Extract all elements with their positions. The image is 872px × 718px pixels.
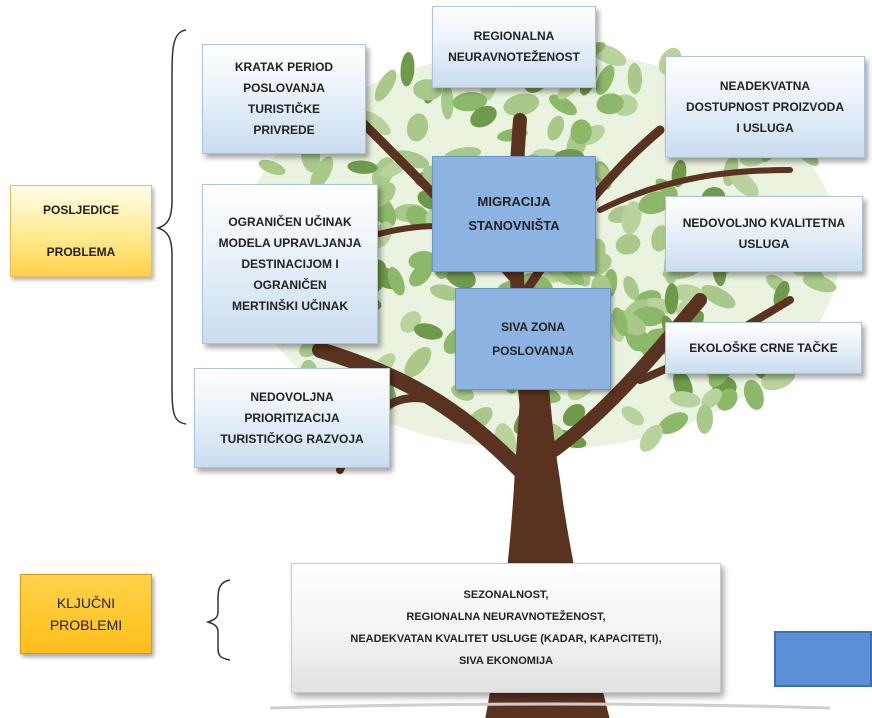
leaf [664, 283, 679, 315]
leaf [638, 191, 673, 215]
leaf [612, 307, 628, 337]
ecological-black-spots-box: EKOLOŠKE CRNE TAČKE [665, 322, 862, 374]
leaf [549, 94, 577, 116]
insufficient-prioritization-box: NEDOVOLJNA PRIORITIZACIJA TURISTIČKOG RA… [194, 368, 390, 468]
leaf [361, 110, 391, 136]
leaf [406, 113, 429, 142]
population-migration-box: MIGRACIJA STANOVNIŠTA [432, 156, 596, 272]
leaf [743, 379, 764, 410]
leaf [413, 323, 443, 340]
leaf [596, 93, 624, 115]
consequences-brace [155, 29, 187, 425]
leaf [669, 391, 701, 408]
leaf [696, 404, 714, 434]
leaf [802, 274, 837, 293]
leaf [393, 150, 430, 169]
leaf [627, 62, 643, 95]
leaf [570, 119, 592, 145]
leaf [347, 160, 378, 174]
leaf [639, 424, 663, 452]
leaf [400, 51, 415, 87]
leaf [374, 69, 397, 102]
leaf [651, 225, 670, 252]
leaf [310, 156, 334, 190]
blue-rectangle [774, 631, 872, 687]
leaf [452, 92, 488, 112]
leaf [441, 84, 454, 120]
leaf [547, 115, 565, 141]
leaf [701, 285, 736, 309]
leaf [379, 162, 405, 178]
leaf [503, 93, 540, 116]
leaf [615, 234, 641, 255]
insufficient-quality-box: NEDOVOLJNO KVALITETNA USLUGA [665, 196, 863, 272]
leaf [470, 105, 497, 128]
consequences-label: POSLJEDICE PROBLEMA [10, 185, 152, 277]
key-problems-box: SEZONALNOST, REGIONALNA NEURAVNOTEŽENOST… [291, 563, 721, 693]
limited-management-box: OGRANIČEN UČINAK MODELA UPRAVLJANJA DEST… [202, 184, 378, 344]
leaf [729, 169, 759, 198]
leaf [623, 275, 639, 300]
short-business-period-box: KRATAK PERIOD POSLOVANJA TURISTIČKE PRIV… [202, 44, 366, 154]
leaf [621, 201, 642, 235]
inadequate-availability-box: NEADEKVATNA DOSTUPNOST PROIZVODA I USLUG… [665, 56, 865, 158]
gray-zone-box: SIVA ZONA POSLOVANJA [455, 288, 611, 390]
leaf [701, 388, 722, 409]
leaf [258, 159, 286, 176]
leaf [387, 267, 405, 296]
leaf [408, 250, 437, 270]
leaf [404, 346, 432, 378]
ground-shadow [269, 702, 831, 710]
leaf [409, 262, 433, 287]
leaf [658, 412, 689, 435]
leaf [429, 284, 461, 301]
leaf [621, 406, 644, 426]
key-problems-brace [205, 579, 231, 661]
key-problems-label: KLJUČNI PROBLEMI [20, 574, 152, 654]
regional-imbalance-box: REGIONALNA NEURAVNOTEŽENOST [432, 6, 596, 88]
leaf [595, 64, 615, 95]
